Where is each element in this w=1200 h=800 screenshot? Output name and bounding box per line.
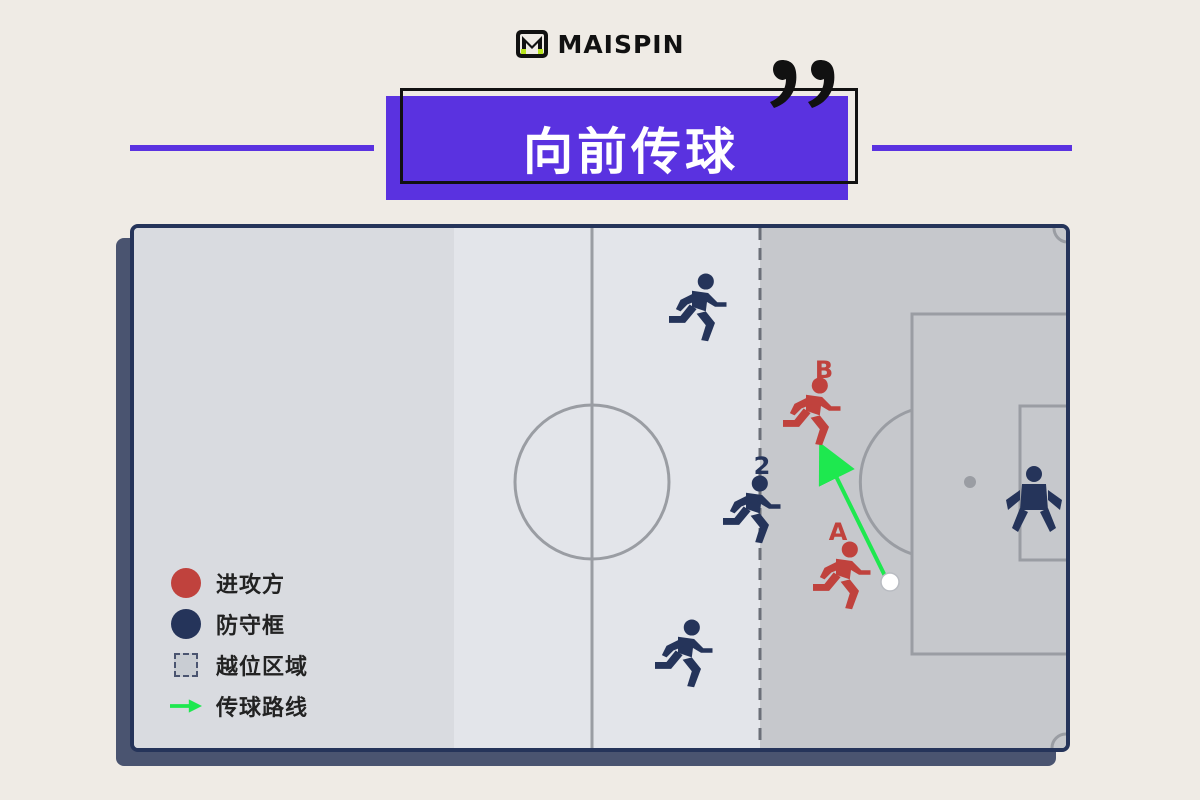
legend: 进攻方 防守框 越位区域 传球路线: [170, 562, 308, 726]
legend-item-attackers: 进攻方: [170, 562, 308, 603]
ball: [880, 572, 900, 592]
penalty-spot: [964, 476, 976, 488]
legend-item-pass-route: 传球路线: [170, 685, 308, 726]
red-dot-icon: [170, 567, 202, 599]
player-b-label: B: [815, 356, 833, 384]
legend-item-defenders: 防守框: [170, 603, 308, 644]
title-rule-left: [130, 145, 374, 151]
brand: MAISPIN: [0, 28, 1200, 60]
dashed-square-icon: [170, 649, 202, 681]
field-diagram: B 2 A: [134, 228, 1066, 748]
pass-route-arrow: [818, 442, 888, 579]
corner-arc-bottom: [1050, 732, 1066, 748]
penalty-arc: [858, 408, 913, 556]
legend-label: 传球路线: [216, 695, 309, 721]
navy-dot-icon: [170, 608, 202, 640]
quote-mark-icon: [770, 60, 835, 108]
soccer-field: B 2 A: [130, 224, 1070, 752]
brand-name: MAISPIN: [557, 29, 685, 59]
legend-item-offside-zone: 越位区域: [170, 644, 308, 685]
maispin-logo-icon: [516, 30, 549, 58]
title-frame: [400, 88, 858, 184]
midfield-zone: [454, 228, 760, 748]
legend-label: 越位区域: [216, 654, 309, 680]
corner-arc-top: [1052, 228, 1066, 244]
center-circle: [513, 403, 671, 561]
player-a-label: A: [829, 518, 848, 546]
goal-area: [1018, 404, 1066, 562]
goalkeeper: [1006, 466, 1062, 532]
green-arrow-icon: [170, 690, 202, 722]
title-rule-right: [872, 145, 1072, 151]
player-2-label: 2: [754, 452, 771, 480]
legend-label: 进攻方: [216, 572, 286, 598]
penalty-area: [910, 312, 1066, 656]
legend-label: 防守框: [216, 613, 286, 639]
page-title: 向前传球: [523, 123, 739, 181]
